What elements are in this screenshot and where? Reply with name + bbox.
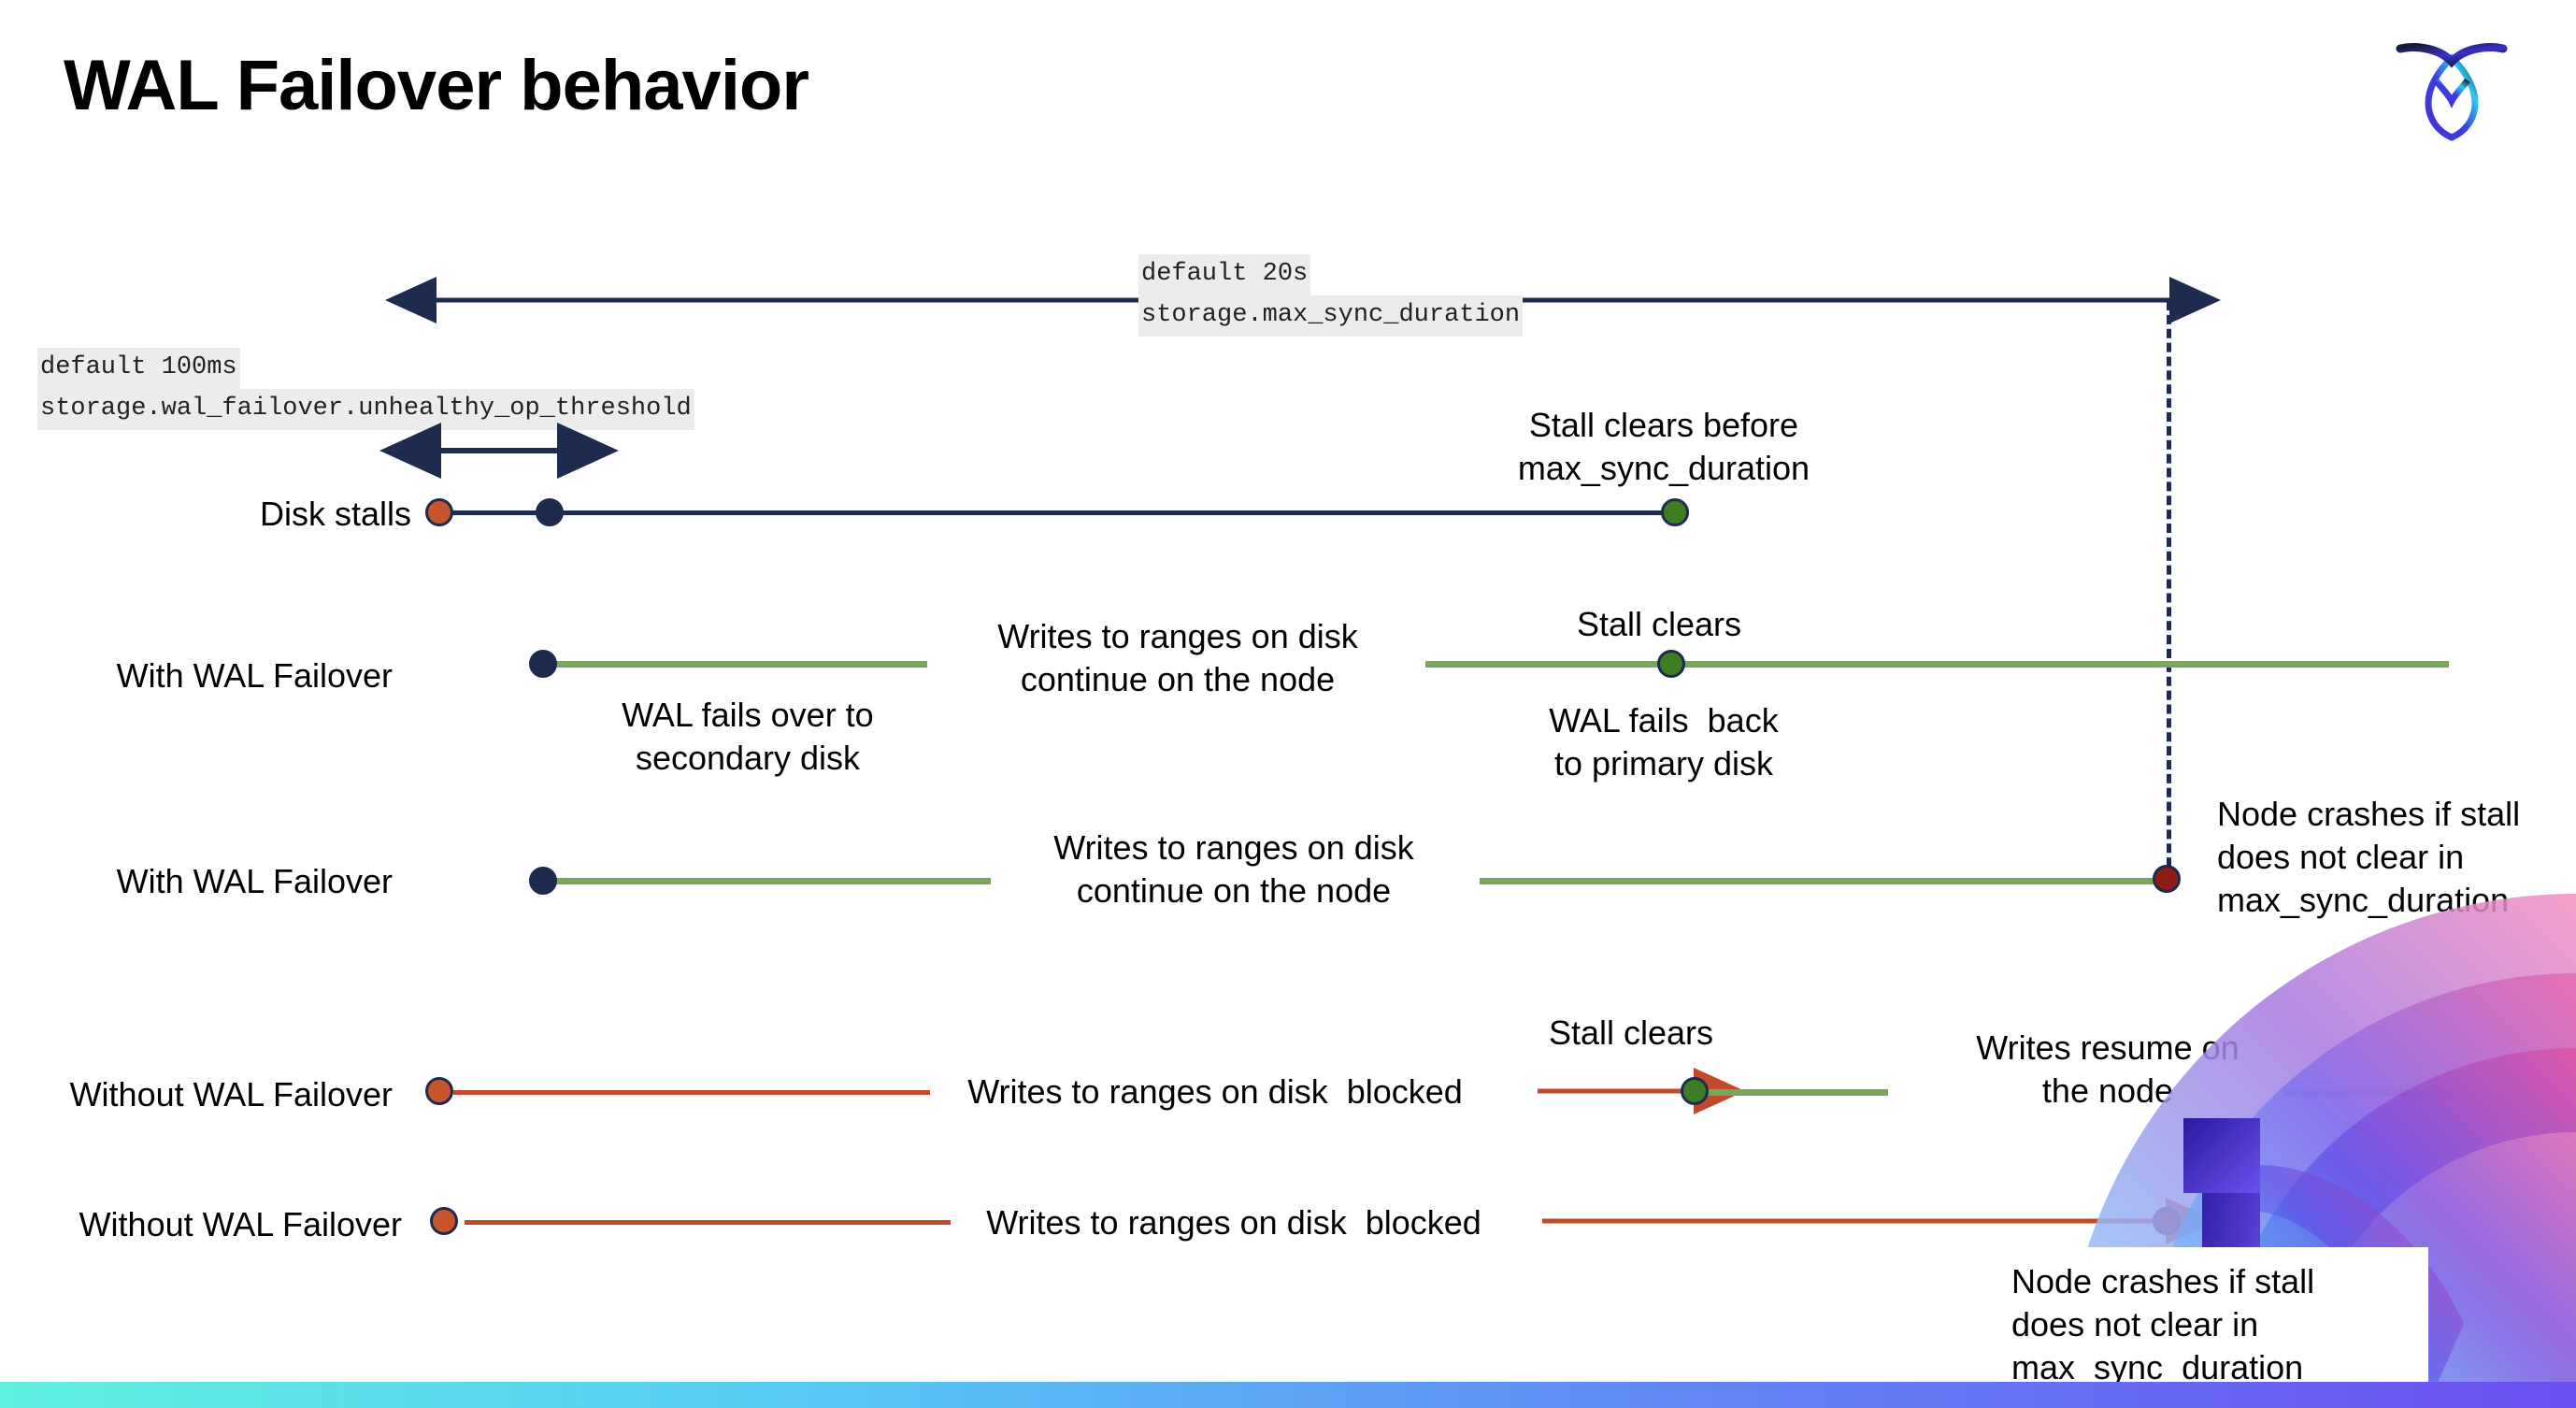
unhealthy-threshold-span-arrow <box>379 423 619 479</box>
row-label-with-wal-failover-1: With WAL Failover <box>116 656 393 695</box>
max-sync-setting-label: storage.max_sync_duration <box>1138 295 1524 337</box>
stall-start-dot-3 <box>430 1207 458 1235</box>
node-crash-arrow <box>1542 1198 2217 1244</box>
note-wal-fails-back: WAL fails back to primary disk <box>1549 701 1779 783</box>
note-stall-clears-1: Stall clears <box>1576 605 1742 643</box>
stall-clear-dot-2 <box>1681 1077 1709 1105</box>
wal-failover-line-segment-1 <box>553 661 927 668</box>
note-stall-clears-before: Stall clears before max_sync_duration <box>1517 406 1810 488</box>
disk-stall-start-dot <box>425 498 453 526</box>
note-writes-blocked-1: Writes to ranges on disk blocked <box>967 1072 1463 1111</box>
stall-clear-arrow-1 <box>1538 1068 1745 1114</box>
disk-stall-clear-dot <box>1661 498 1689 526</box>
blocked-writes-line-1 <box>453 1090 930 1095</box>
unhealthy-threshold-annotation: default 100ms storage.wal_failover.unhea… <box>37 348 694 430</box>
unhealthy-setting-label: storage.wal_failover.unhealthy_op_thresh… <box>37 388 694 430</box>
node-crash-dot-2 <box>2153 1207 2181 1235</box>
wal-failover-start-dot-1 <box>529 650 557 678</box>
disk-stalls-timeline <box>449 510 1682 515</box>
row-label-without-wal-failover-2: Without WAL Failover <box>79 1205 402 1243</box>
node-crash-dot-1 <box>2153 865 2181 893</box>
wal-failover-start-dot-2 <box>529 867 557 895</box>
wal-failover-crash-line-segment-1 <box>553 878 991 884</box>
node-crash-callout-box <box>1961 1247 2428 1408</box>
max-sync-duration-annotation: default 20s storage.max_sync_duration <box>1138 254 1524 337</box>
stall-clear-dot-1 <box>1657 650 1685 678</box>
note-writes-continue-1: Writes to ranges on disk continue on the… <box>997 617 1358 699</box>
note-node-crashes-1: Node crashes if stall does not clear in … <box>2217 795 2521 920</box>
note-wal-fails-over: WAL fails over to secondary disk <box>622 696 874 778</box>
note-writes-continue-2: Writes to ranges on disk continue on the… <box>1053 828 1414 911</box>
row-label-with-wal-failover-2: With WAL Failover <box>116 862 393 900</box>
writes-resume-line-1 <box>1701 1089 1888 1096</box>
max-sync-default-label: default 20s <box>1138 254 1311 295</box>
writes-resume-line-2 <box>2283 1089 2456 1096</box>
note-writes-resume: Writes resume on the node <box>1976 1028 2240 1111</box>
row-label-without-wal-failover-1: Without WAL Failover <box>69 1075 393 1113</box>
blocked-writes-line-2 <box>465 1220 951 1225</box>
footer-gradient-bar <box>0 1382 2576 1408</box>
page-title: WAL Failover behavior <box>64 46 809 125</box>
row-label-disk-stalls: Disk stalls <box>259 495 411 533</box>
note-node-crashes-2: Node crashes if stall does not clear in … <box>2011 1262 2315 1387</box>
wal-failover-trigger-dot <box>536 498 564 526</box>
unhealthy-default-label: default 100ms <box>37 348 240 389</box>
stall-start-dot-2 <box>425 1077 453 1105</box>
max-sync-deadline-guide <box>2167 301 2171 881</box>
note-writes-blocked-2: Writes to ranges on disk blocked <box>986 1203 1481 1242</box>
note-stall-clears-2: Stall clears <box>1548 1013 1714 1052</box>
cockroachdb-logo-icon <box>2382 32 2522 144</box>
wal-failover-crash-line-segment-2 <box>1480 878 2171 884</box>
wal-failover-line-segment-2 <box>1425 661 2449 668</box>
